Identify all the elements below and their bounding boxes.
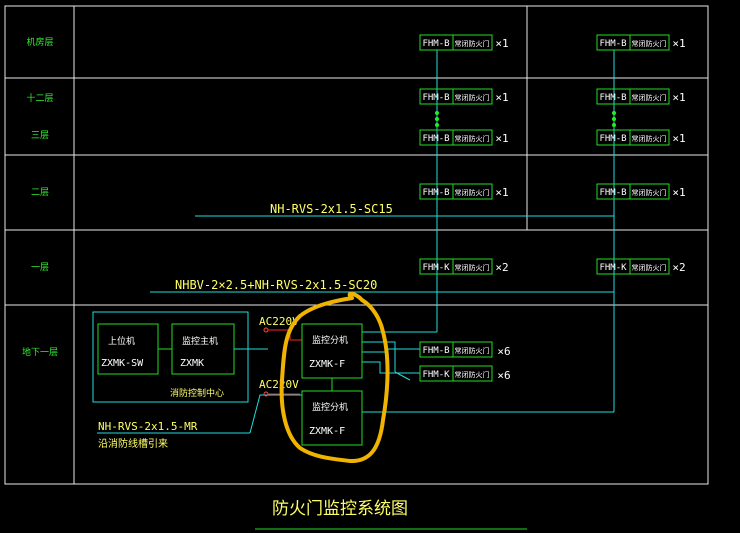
sub-unit-1-model: ZXMK-F: [309, 359, 345, 370]
device-count: ×6: [497, 345, 510, 358]
floor-label-b1: 地下一层: [22, 346, 58, 358]
device-count: ×1: [495, 132, 508, 145]
device-type: FHM-B: [599, 93, 626, 103]
diagram-title: 防火门监控系统图: [272, 499, 408, 519]
device-count: ×1: [672, 37, 685, 50]
sub-unit-2-name: 监控分机: [312, 401, 348, 413]
device-count: ×1: [495, 186, 508, 199]
upper-pc-box: 上位机 ZXMK-SW: [97, 323, 159, 375]
door-device-roof-left: FHM-B 常闭防火门 ×1: [419, 34, 509, 51]
device-desc: 常闭防火门: [632, 93, 667, 102]
door-device-12-left: FHM-B 常闭防火门 ×1: [419, 88, 509, 105]
door-device-b1-b: FHM-B 常闭防火门 ×6: [419, 341, 511, 358]
sub-unit-1: 监控分机 ZXMK-F: [301, 323, 363, 379]
floor-labels: 机房层 十二层 三层 二层 一层 地下一层: [22, 36, 58, 358]
floor-label-3: 三层: [31, 130, 49, 141]
device-desc: 常闭防火门: [632, 39, 667, 48]
device-type: FHM-K: [599, 263, 627, 273]
cable-labels: NH-RVS-2x1.5-SC15 NHBV-2×2.5+NH-RVS-2x1.…: [98, 202, 393, 450]
device-count: ×1: [495, 91, 508, 104]
device-type: FHM-B: [599, 134, 626, 144]
device-desc: 常闭防火门: [455, 188, 490, 197]
device-type: FHM-B: [422, 134, 449, 144]
floor-grid: [4, 5, 709, 485]
highlight-annotation: [279, 291, 390, 464]
device-desc: 常闭防火门: [632, 134, 667, 143]
power-label-1: AC220V: [259, 315, 299, 328]
sub-unit-2: 监控分机 ZXMK-F: [301, 390, 363, 446]
device-desc: 常闭防火门: [455, 370, 490, 379]
power-label-2: AC220V: [259, 378, 299, 391]
device-desc: 常闭防火门: [455, 134, 490, 143]
door-device-2-left: FHM-B 常闭防火门 ×1: [419, 183, 509, 200]
diagram-title-group: 防火门监控系统图: [255, 499, 527, 530]
device-count: ×2: [495, 261, 508, 274]
device-type: FHM-K: [422, 370, 450, 380]
sub-unit-1-name: 监控分机: [312, 334, 348, 346]
host-label: 监控主机: [182, 335, 218, 347]
ellipsis-dots-left: [435, 111, 439, 127]
device-count: ×1: [672, 132, 685, 145]
door-device-2-right: FHM-B 常闭防火门 ×1: [596, 183, 686, 200]
basement-doors: FHM-B 常闭防火门 ×6 FHM-K 常闭防火门 ×6: [419, 341, 511, 382]
device-count: ×1: [672, 186, 685, 199]
door-device-3-left: FHM-B 常闭防火门 ×1: [419, 129, 509, 146]
door-device-b1-k: FHM-K 常闭防火门 ×6: [419, 365, 511, 382]
door-device-3-right: FHM-B 常闭防火门 ×1: [596, 129, 686, 146]
door-device-1-left: FHM-K 常闭防火门 ×2: [419, 258, 509, 275]
host-model: ZXMK: [180, 358, 204, 369]
device-count: ×2: [672, 261, 685, 274]
fire-control-center: 上位机 ZXMK-SW 监控主机 ZXMK 消防控制中心: [92, 311, 268, 403]
device-desc: 常闭防火门: [455, 263, 490, 272]
device-type: FHM-K: [422, 263, 450, 273]
device-desc: 常闭防火门: [455, 39, 490, 48]
device-desc: 常闭防火门: [455, 346, 490, 355]
riser-lines: [97, 50, 615, 434]
device-type: FHM-B: [422, 188, 449, 198]
floor-label-2: 二层: [31, 187, 49, 198]
sub-unit-2-model: ZXMK-F: [309, 426, 345, 437]
device-type: FHM-B: [599, 39, 626, 49]
cable-label-sc20: NHBV-2×2.5+NH-RVS-2x1.5-SC20: [175, 278, 377, 292]
device-desc: 常闭防火门: [632, 188, 667, 197]
upper-pc-label: 上位机: [108, 335, 135, 347]
device-type: FHM-B: [599, 188, 626, 198]
right-door-column: FHM-B 常闭防火门 ×1 FHM-B 常闭防火门 ×1 FHM-B 常闭防火…: [596, 34, 686, 275]
device-desc: 常闭防火门: [455, 93, 490, 102]
device-type: FHM-B: [422, 346, 449, 356]
cable-note: 沿消防线槽引来: [98, 437, 168, 450]
device-count: ×6: [497, 369, 510, 382]
door-device-1-right: FHM-K 常闭防火门 ×2: [596, 258, 686, 275]
floor-label-1: 一层: [31, 262, 49, 273]
door-device-roof-right: FHM-B 常闭防火门 ×1: [596, 34, 686, 51]
floor-label-roof: 机房层: [26, 36, 53, 48]
ellipsis-dots-right: [612, 111, 616, 127]
device-count: ×1: [495, 37, 508, 50]
door-device-12-right: FHM-B 常闭防火门 ×1: [596, 88, 686, 105]
cable-label-mr: NH-RVS-2x1.5-MR: [98, 420, 198, 433]
floor-label-12: 十二层: [26, 92, 53, 104]
cable-label-sc15: NH-RVS-2x1.5-SC15: [270, 202, 393, 216]
device-desc: 常闭防火门: [632, 263, 667, 272]
device-type: FHM-B: [422, 93, 449, 103]
left-door-column: FHM-B 常闭防火门 ×1 FHM-B 常闭防火门 ×1 FHM-B 常闭防火…: [419, 34, 509, 275]
upper-pc-model: ZXMK-SW: [101, 358, 144, 369]
host-box: 监控主机 ZXMK: [171, 323, 235, 375]
device-type: FHM-B: [422, 39, 449, 49]
device-count: ×1: [672, 91, 685, 104]
control-center-label: 消防控制中心: [170, 387, 224, 399]
